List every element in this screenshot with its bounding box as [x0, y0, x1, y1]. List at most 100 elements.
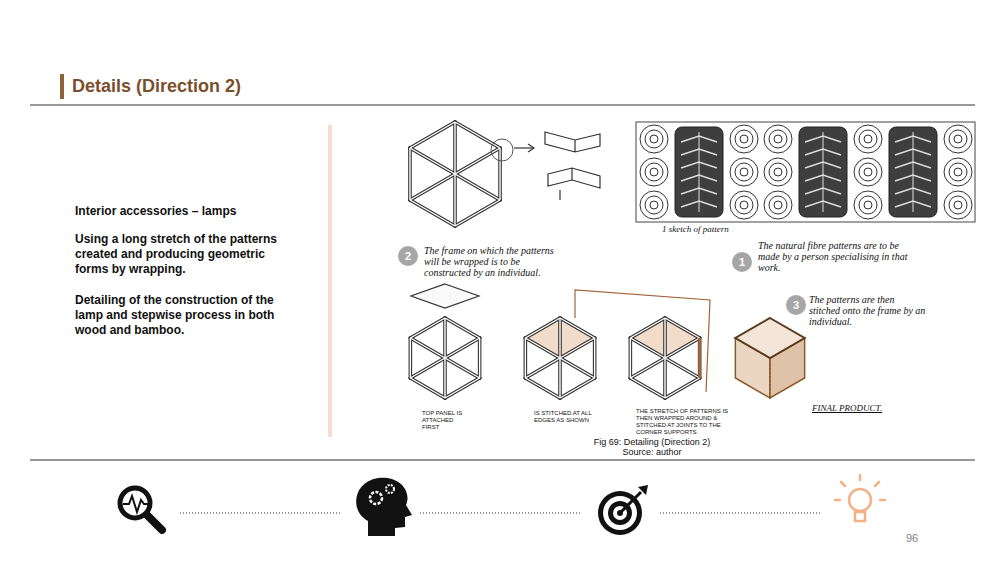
fibre-coil	[854, 191, 882, 219]
frame-member	[455, 200, 500, 226]
frame-member-inner	[410, 122, 455, 148]
frame-member	[408, 148, 412, 200]
frame-member-inner	[665, 338, 700, 358]
handwritten-note: The patterns are then stitched onto the …	[809, 294, 927, 327]
bulb-ray	[880, 499, 885, 502]
frame-member-inner	[499, 148, 500, 200]
woven-panel	[799, 127, 847, 217]
frame-member-inner	[630, 318, 665, 338]
gear-icon	[370, 492, 382, 504]
callout-number: 2	[398, 246, 418, 266]
bulb-ray	[835, 499, 840, 502]
fibre-coil	[645, 163, 663, 181]
frame-member-inner	[410, 338, 411, 378]
step-caption: TOP PANEL IS ATTACHED FIRST	[422, 410, 472, 431]
fibre-coil	[764, 158, 792, 186]
pattern-strip-line	[575, 290, 710, 392]
fibre-coil	[944, 158, 972, 186]
fibre-coil	[640, 158, 668, 186]
fibre-coil	[774, 135, 782, 143]
detail-arrowhead	[528, 144, 534, 152]
frame-member-inner	[630, 358, 665, 378]
frame-member	[445, 318, 480, 338]
frame-member-inner	[454, 122, 455, 174]
fibre-coil	[640, 125, 668, 153]
fibre-coil	[735, 130, 753, 148]
frame-member	[560, 358, 595, 378]
frame-member-inner	[525, 338, 560, 358]
frame-member-inner	[410, 200, 455, 226]
fibre-coil	[650, 201, 658, 209]
frame-member-inner	[665, 318, 700, 338]
detail-arrow	[514, 147, 534, 148]
fibre-coil	[730, 158, 758, 186]
frame-member-inner	[445, 318, 480, 338]
frame-member	[443, 358, 447, 398]
magnifier-icon	[123, 496, 148, 512]
handwritten-note: The natural fibre patterns are to be mad…	[758, 240, 908, 273]
frame-member-inner	[410, 358, 445, 378]
fibre-coil	[740, 201, 748, 209]
frame-member-inner	[410, 148, 455, 174]
frame-member-inner	[410, 338, 445, 358]
callout-text: 3	[786, 295, 806, 315]
frame-member-inner	[665, 358, 700, 378]
frame-member-inner	[410, 378, 445, 398]
leaf-stem	[913, 132, 914, 212]
frame-member	[455, 148, 500, 174]
frame-member-inner	[630, 378, 665, 398]
lamp-frame-sketch	[735, 318, 804, 398]
frame-member	[524, 338, 528, 378]
fibre-coil	[954, 201, 962, 209]
frame-member	[498, 148, 502, 200]
fibre-coil	[859, 196, 877, 214]
sketch-note: 1 sketch of pattern	[662, 224, 729, 235]
source-note: Source: author	[622, 447, 681, 458]
frame-member	[453, 174, 457, 226]
fibre-coil	[645, 130, 663, 148]
fibre-coil	[735, 163, 753, 181]
frame-member	[665, 378, 700, 398]
figure-caption: Fig 69: Detailing (Direction 2)	[594, 437, 711, 447]
frame-member-inner	[455, 148, 500, 174]
fibre-coil	[730, 125, 758, 153]
fibre-coil	[764, 125, 792, 153]
frame-member	[445, 358, 480, 378]
frame-member	[453, 122, 457, 174]
fibre-coil	[949, 130, 967, 148]
frame-member	[560, 318, 595, 338]
lamp-frame-sketch	[525, 318, 594, 398]
frame-member-inner	[630, 338, 631, 378]
leaf-stem	[699, 132, 700, 212]
bulb-icon	[849, 489, 871, 511]
frame-member-inner	[560, 338, 595, 358]
frame-member	[410, 358, 445, 378]
fibre-coil	[854, 158, 882, 186]
frame-member-inner	[455, 200, 500, 226]
fibre-coil	[640, 191, 668, 219]
frame-member-inner	[525, 338, 526, 378]
leaf-stem	[823, 132, 824, 212]
frame-member-inner	[445, 358, 480, 378]
frame-member	[410, 338, 445, 358]
frame-member-inner	[445, 338, 480, 358]
slide-title: Details (Direction 2)	[72, 76, 241, 97]
fibre-coil	[954, 135, 962, 143]
frame-member	[560, 338, 595, 358]
fibre-coil	[944, 125, 972, 153]
fibre-coil	[944, 191, 972, 219]
lamp-frame-sketch	[410, 122, 500, 226]
gear-icon	[386, 485, 394, 493]
frame-member	[478, 338, 482, 378]
body-text: Using a long stretch of the patterns cre…	[75, 232, 290, 277]
frame-member	[630, 378, 665, 398]
detail-circle	[491, 139, 513, 161]
fibre-coil	[769, 196, 787, 214]
lamp-frame-sketch	[630, 318, 699, 398]
target-icon	[620, 492, 641, 513]
fibre-coil	[774, 201, 782, 209]
frame-member	[410, 200, 455, 226]
title-bar	[60, 74, 64, 99]
frame-member-inner	[594, 338, 595, 378]
callout-disc	[786, 295, 806, 315]
